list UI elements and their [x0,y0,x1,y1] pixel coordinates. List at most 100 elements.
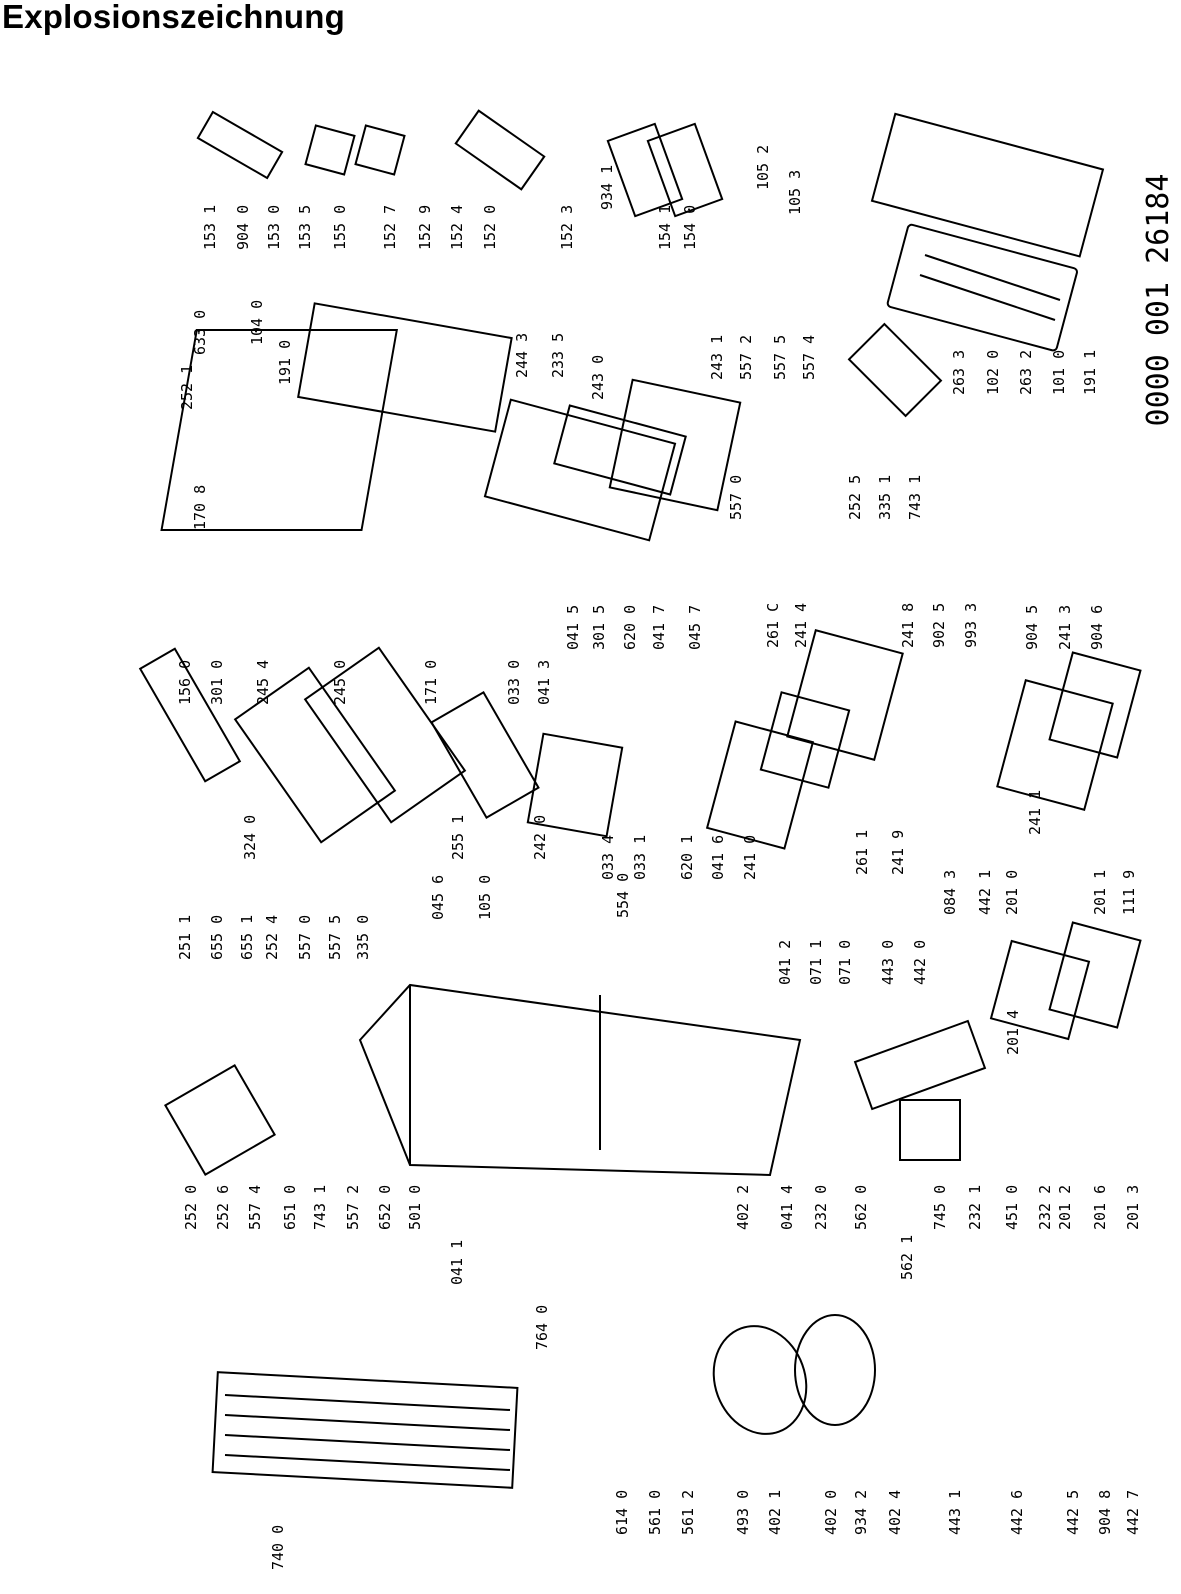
part-number-label: 620 1 [678,835,696,880]
part-number-label: 105 2 [754,145,772,190]
part-number-label: 263 3 [950,350,968,395]
part-number-label: 154 0 [681,205,699,250]
part-number-label: 241 0 [741,835,759,880]
part-number-label: 562 0 [852,1185,870,1230]
part-number-label: 655 1 [238,915,256,960]
part-number-label: 252 4 [263,915,281,960]
part-number-label: 557 2 [344,1185,362,1230]
part-number-label: 111 9 [1120,870,1138,915]
part-number-label: 045 6 [429,875,447,920]
part-number-label: 153 1 [201,205,219,250]
part-number-label: 153 0 [265,205,283,250]
part-number-label: 402 4 [886,1490,904,1535]
part-number-label: 201 6 [1091,1185,1109,1230]
part-number-label: 152 9 [416,205,434,250]
part-number-label: 652 0 [376,1185,394,1230]
part-number-label: 241 4 [792,603,810,648]
part-number-label: 743 1 [311,1185,329,1230]
part-number-label: 241 8 [899,603,917,648]
part-number-label: 201 4 [1004,1010,1022,1055]
part-number-label: 261 C [764,603,782,648]
part-number-label: 324 0 [241,815,259,860]
part-number-label: 201 0 [1003,870,1021,915]
part-number-label: 105 3 [786,170,804,215]
part-number-label: 934 1 [598,165,616,210]
part-number-label: 033 1 [631,835,649,880]
part-number-label: 252 6 [214,1185,232,1230]
part-number-label: 743 1 [906,475,924,520]
part-number-label: 557 5 [326,915,344,960]
part-number-label: 232 0 [812,1185,830,1230]
part-number-label: 104 0 [248,300,266,345]
part-number-label: 402 1 [766,1490,784,1535]
part-number-label: 041 5 [564,605,582,650]
part-number-label: 233 5 [549,333,567,378]
part-number-label: 071 0 [836,940,854,985]
part-number-label: 041 6 [709,835,727,880]
part-number-label: 242 0 [531,815,549,860]
part-number-label: 170 8 [191,485,209,530]
part-number-label: 261 1 [853,830,871,875]
part-number-label: 501 0 [406,1185,424,1230]
part-number-label: 904 0 [234,205,252,250]
part-number-label: 557 4 [800,335,818,380]
part-number-label: 740 0 [269,1525,287,1570]
part-number-label: 562 1 [898,1235,916,1280]
part-number-label: 620 0 [621,605,639,650]
part-number-label: 033 0 [505,660,523,705]
part-number-label: 244 3 [513,333,531,378]
part-number-label: 171 0 [422,660,440,705]
part-number-label: 651 0 [281,1185,299,1230]
part-number-label: 442 5 [1064,1490,1082,1535]
part-number-label: 451 0 [1003,1185,1021,1230]
part-number-label: 245 0 [331,660,349,705]
part-number-label: 764 0 [533,1305,551,1350]
part-number-label: 614 0 [613,1490,631,1535]
part-number-label: 255 1 [449,815,467,860]
part-number-label: 993 3 [962,603,980,648]
part-number-label: 152 4 [448,205,466,250]
part-number-label: 191 0 [276,340,294,385]
part-number-label: 241 9 [889,830,907,875]
part-number-label: 041 1 [448,1240,466,1285]
part-number-label: 152 0 [481,205,499,250]
part-number-label: 557 0 [296,915,314,960]
part-number-label: 041 3 [535,660,553,705]
part-number-label: 904 5 [1023,605,1041,650]
part-number-label: 904 8 [1096,1490,1114,1535]
part-number-label: 557 5 [771,335,789,380]
part-number-label: 443 0 [879,940,897,985]
part-number-label: 263 2 [1017,350,1035,395]
part-number-label: 252 0 [182,1185,200,1230]
part-number-label: 152 7 [381,205,399,250]
part-number-label: 252 5 [846,475,864,520]
part-number-label: 243 0 [589,355,607,400]
part-number-label: 243 1 [708,335,726,380]
part-number-label: 241 1 [1026,790,1044,835]
part-number-label: 442 0 [911,940,929,985]
part-number-label: 301 0 [208,660,226,705]
part-number-label: 033 4 [599,835,617,880]
part-number-label: 154 1 [656,205,674,250]
part-number-label: 655 0 [208,915,226,960]
part-number-label: 155 0 [331,205,349,250]
page-title: Explosionszeichnung [2,0,346,35]
part-number-label: 191 1 [1081,350,1099,395]
part-outlines [138,109,1142,1489]
part-number-label: 561 2 [679,1490,697,1535]
part-number-label: 442 7 [1124,1490,1142,1535]
part-number-label: 443 1 [946,1490,964,1535]
part-number-label: 201 2 [1056,1185,1074,1230]
part-number-label: 335 0 [354,915,372,960]
part-number-label: 084 3 [941,870,959,915]
part-number-label: 101 0 [1050,350,1068,395]
part-number-label: 201 1 [1091,870,1109,915]
part-number-label: 232 1 [966,1185,984,1230]
drawing-number: 0000 001 26184 [1141,174,1176,427]
part-number-label: 442 1 [976,870,994,915]
part-number-label: 156 0 [176,660,194,705]
part-number-label: 745 0 [931,1185,949,1230]
part-number-label: 554 0 [614,873,632,918]
